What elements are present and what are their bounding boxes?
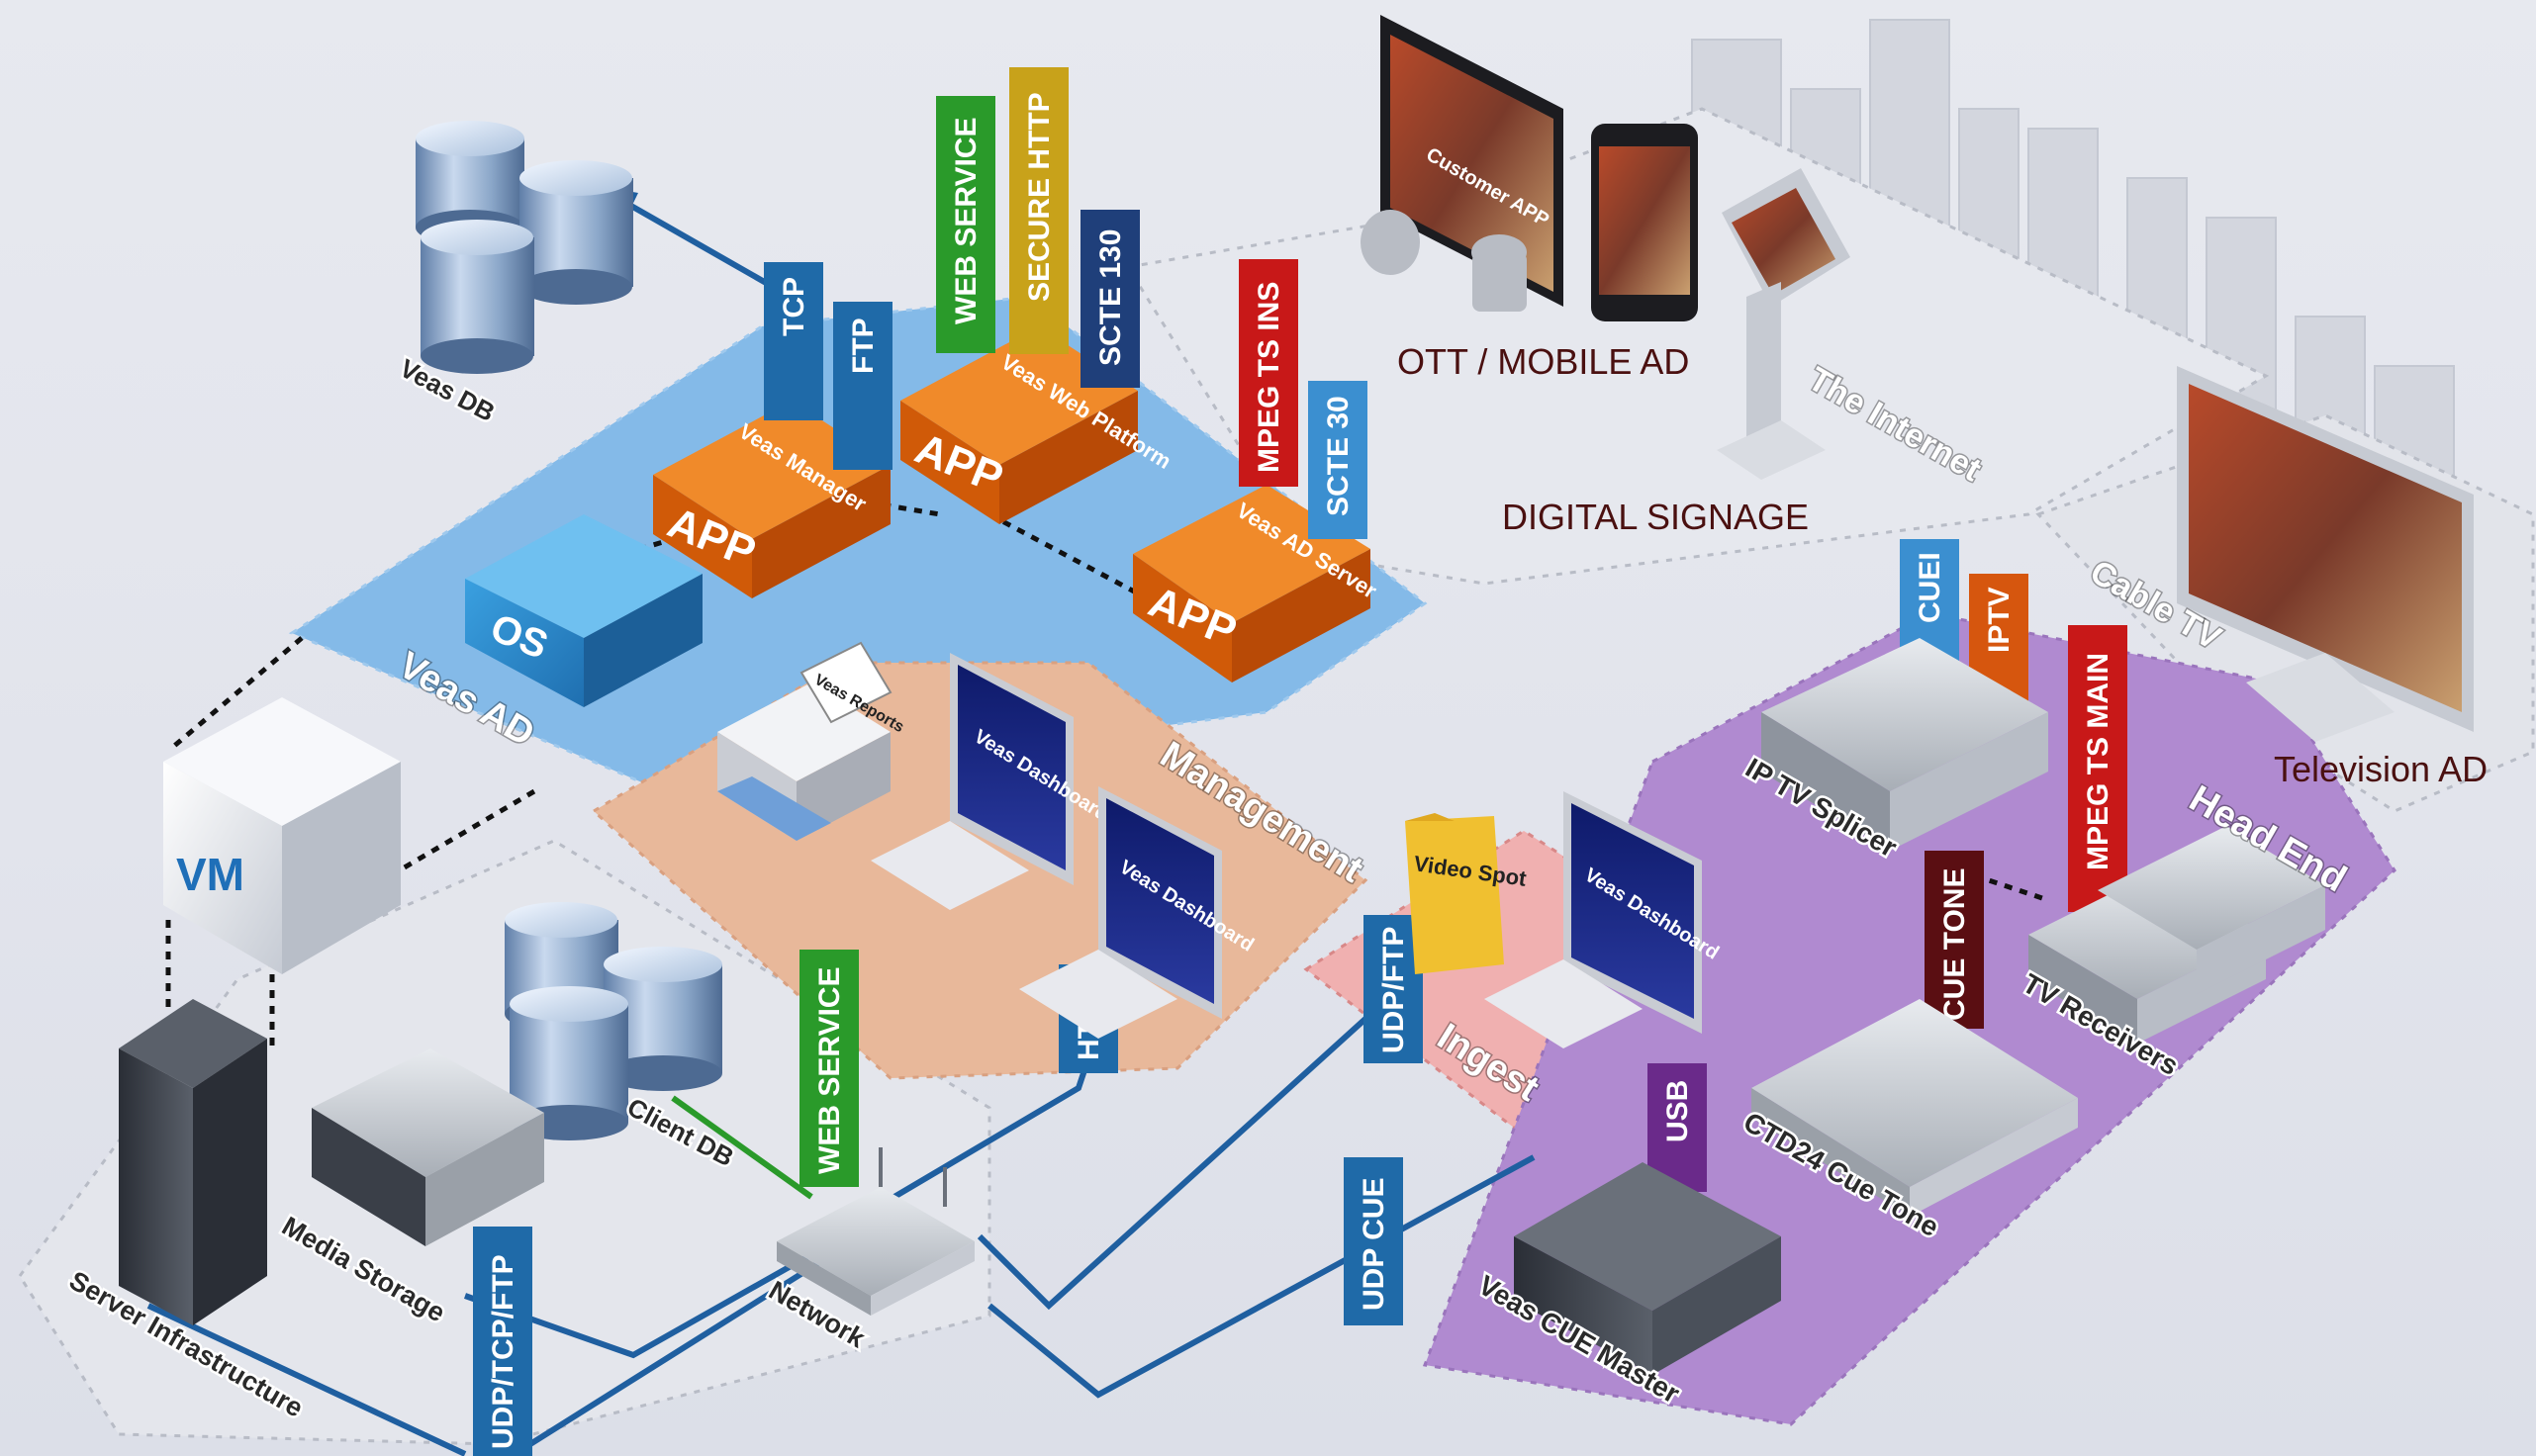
tv-receivers-icon (2028, 826, 2325, 1044)
svg-text:WEB SERVICE: WEB SERVICE (813, 967, 846, 1175)
svg-text:SCTE 130: SCTE 130 (1094, 229, 1127, 366)
link-db-tcp (607, 190, 784, 295)
svg-text:UDP/FTP: UDP/FTP (1377, 927, 1410, 1053)
os-box-icon: OS (465, 514, 703, 707)
tag-udp-cue: UDP CUE (1344, 1157, 1403, 1325)
link-network-ingest (977, 1016, 1368, 1311)
tag-mpeg-ts-main: MPEG TS MAIN (2068, 625, 2127, 912)
svg-text:TCP: TCP (778, 277, 810, 336)
vm-label: VM (176, 849, 244, 900)
veas-cue-master-icon (1514, 1162, 1781, 1375)
svg-text:MPEG TS INS: MPEG TS INS (1253, 282, 1285, 473)
phone-icon (1591, 124, 1698, 321)
protocol-tags: TCP FTP WEB SERVICE SECURE HTTP SCTE 130… (473, 67, 2127, 1456)
svg-text:UDP/TCP/FTP: UDP/TCP/FTP (487, 1254, 519, 1449)
tag-udp-tcp-ftp: UDP/TCP/FTP (473, 1227, 532, 1456)
svg-text:UDP CUE: UDP CUE (1358, 1178, 1390, 1311)
svg-text:FTP: FTP (847, 318, 880, 374)
tag-web-service-top: WEB SERVICE (936, 96, 995, 353)
tag-web-service-bottom: WEB SERVICE (799, 950, 859, 1187)
link-server-network (146, 1303, 467, 1456)
monitor-veas-dashboard-2: Veas Dashboard (1019, 786, 1258, 1039)
digital-signage-label: DIGITAL SIGNAGE (1502, 497, 1809, 537)
android-logo-icon (1471, 234, 1527, 312)
tag-mpeg-ts-ins: MPEG TS INS (1239, 259, 1298, 487)
ott-mobile-ad-label: OTT / MOBILE AD (1397, 341, 1689, 382)
svg-text:SECURE HTTP: SECURE HTTP (1023, 92, 1056, 302)
tag-secure-http: SECURE HTTP (1009, 67, 1069, 354)
svg-text:CUE TONE: CUE TONE (1938, 868, 1971, 1021)
svg-text:MPEG TS MAIN: MPEG TS MAIN (2082, 653, 2114, 870)
network-switch-icon (777, 1147, 975, 1316)
television-ad-label: Television AD (2274, 749, 2488, 789)
printer-icon: Veas Reports (717, 641, 906, 841)
monitor-veas-dashboard-3: Veas Dashboard (1484, 791, 1723, 1048)
svg-text:CUEI: CUEI (1914, 552, 1946, 623)
veas-db-icon (416, 121, 633, 374)
link-clientdb-network (671, 1095, 813, 1200)
tag-udp-ftp: UDP/FTP (1363, 915, 1423, 1063)
ctd24-cue-tone-icon (1751, 999, 2078, 1217)
svg-text:USB: USB (1661, 1080, 1694, 1142)
tag-ftp: FTP (833, 302, 892, 470)
tablet-icon: Customer APP (1380, 15, 1563, 307)
media-storage-icon (312, 1048, 544, 1246)
ip-tv-splicer-icon (1761, 638, 2048, 851)
digital-signage-kiosk-icon (1717, 168, 1850, 480)
vm-cube-icon: VM (163, 697, 401, 974)
svg-text:IPTV: IPTV (1983, 587, 2016, 653)
apple-logo-icon (1361, 210, 1420, 275)
server-rack-icon (119, 999, 267, 1325)
television-icon (2177, 366, 2474, 742)
tag-scte-130: SCTE 130 (1080, 210, 1140, 388)
svg-text:WEB SERVICE: WEB SERVICE (950, 118, 983, 325)
tag-cue-tone: CUE TONE (1925, 851, 1984, 1029)
tag-tcp: TCP (764, 262, 823, 420)
svg-text:SCTE 30: SCTE 30 (1322, 396, 1355, 516)
tag-scte-30: SCTE 30 (1308, 381, 1367, 539)
